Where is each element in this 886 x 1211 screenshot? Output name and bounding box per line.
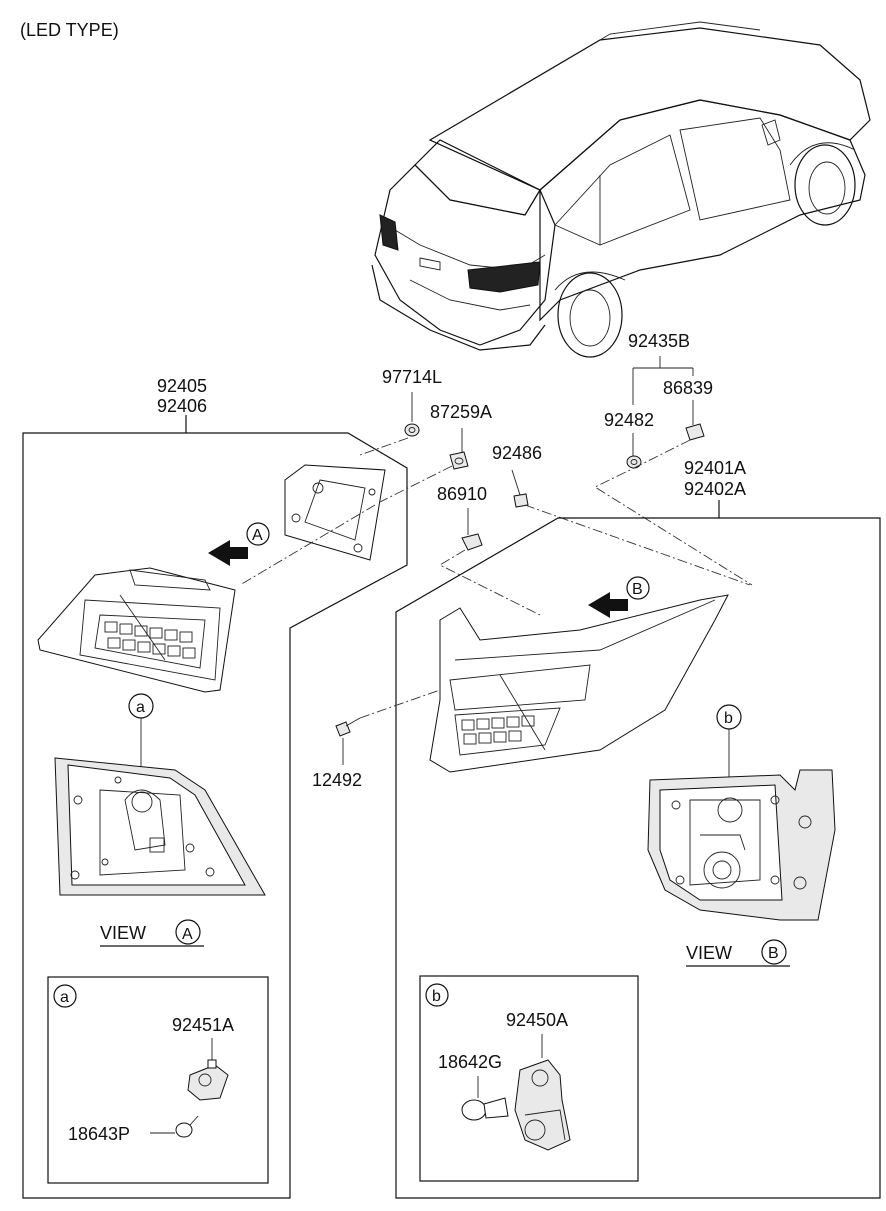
- view-b-label: VIEW: [686, 943, 732, 963]
- view-a-caption-marker: A: [182, 926, 193, 943]
- view-a-marker-circle: [246, 522, 270, 546]
- part-18642G: 18642G: [438, 1052, 502, 1072]
- left-part-number-2: 92406: [157, 396, 207, 416]
- grommet-87259A: [449, 451, 469, 470]
- left-part-number-1: 92405: [157, 376, 207, 396]
- callout-86910: 86910: [437, 484, 487, 504]
- callout-97714L: 97714L: [382, 367, 442, 387]
- detail-box-b-marker: b: [432, 988, 441, 1005]
- inner-tail-lamp: [37, 567, 236, 693]
- screw-12492: [335, 717, 361, 737]
- outer-tail-lamp: [429, 594, 729, 773]
- view-a-marker: A: [252, 527, 263, 544]
- view-b-marker-circle: [626, 576, 650, 600]
- socket-icon: [514, 1059, 571, 1151]
- detail-box-b-marker-circle: [425, 983, 449, 1007]
- view-b-caption-circle: [761, 939, 787, 965]
- callout-92486: 92486: [492, 443, 542, 463]
- view-a-label: VIEW: [100, 923, 146, 943]
- detail-box-a-marker-circle: [53, 984, 77, 1008]
- view-a-caption-circle: [175, 919, 201, 945]
- arrow-left-icon: [588, 592, 628, 618]
- detail-a-marker: a: [136, 699, 145, 716]
- view-a-lamp-back: [54, 757, 266, 896]
- part-92451A: 92451A: [172, 1015, 234, 1035]
- diagram-title: (LED TYPE): [20, 20, 119, 40]
- detail-b-marker: b: [724, 710, 733, 727]
- callout-12492: 12492: [312, 770, 362, 790]
- part-92450A: 92450A: [506, 1010, 568, 1030]
- gasket-part: [284, 464, 386, 561]
- callout-86839: 86839: [663, 378, 713, 398]
- view-b-lamp-back: [647, 769, 836, 921]
- view-b-caption-marker: B: [768, 945, 779, 962]
- nut-92482: [626, 455, 642, 469]
- nut-97714L: [404, 423, 420, 437]
- bulb-icon: [461, 1097, 509, 1121]
- left-assembly-frame: [22, 432, 408, 1199]
- clip-86839: [685, 423, 705, 441]
- right-part-number-1: 92401A: [684, 458, 746, 478]
- clip-92486: [513, 493, 529, 508]
- clip-86910: [461, 533, 483, 551]
- detail-box-a-marker: a: [60, 989, 69, 1006]
- callout-87259A: 87259A: [430, 402, 492, 422]
- bulb-icon: [175, 1115, 199, 1138]
- car-outline-icon: [371, 21, 871, 358]
- view-b-marker: B: [632, 581, 643, 598]
- right-assembly-frame: [395, 517, 881, 1199]
- detail-box-b: [419, 975, 639, 1182]
- right-part-number-2: 92402A: [684, 479, 746, 499]
- arrow-left-icon: [208, 540, 248, 566]
- socket-icon: [187, 1059, 229, 1101]
- detail-box-a: [47, 976, 269, 1184]
- callout-92482: 92482: [604, 410, 654, 430]
- callout-92435B: 92435B: [628, 331, 690, 351]
- part-18643P: 18643P: [68, 1124, 130, 1144]
